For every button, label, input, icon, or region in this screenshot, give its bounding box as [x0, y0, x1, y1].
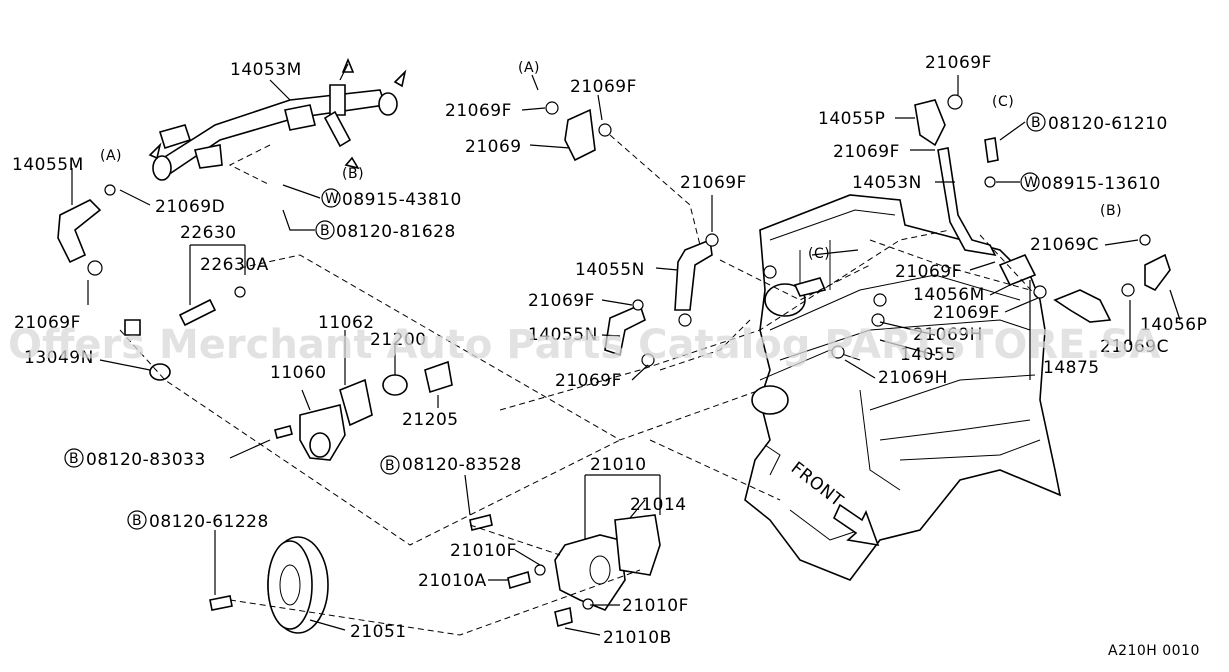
label-A-left: (A) [100, 148, 122, 164]
label-21205: 21205 [402, 410, 459, 430]
label-21069F-h: 21069F [933, 303, 1000, 323]
label-11062: 11062 [318, 313, 375, 333]
bolt-symbol-b2 [64, 448, 84, 468]
engine-fittings [763, 265, 887, 359]
label-circ-w2: W [1024, 175, 1038, 191]
label-21069F-top: 21069F [925, 53, 992, 73]
label-circ-b2: B [69, 451, 79, 467]
label-21010F-b: 21010F [622, 596, 689, 616]
label-21069F-c: 21069F [680, 173, 747, 193]
diagram-reference: A210H 0010 [1108, 643, 1200, 659]
label-21069H-a: 21069H [913, 325, 983, 345]
label-08120-83033: 08120-83033 [86, 450, 206, 470]
bolt-symbol-b1 [315, 220, 335, 240]
label-21069: 21069 [465, 137, 522, 157]
label-B-left: (B) [342, 166, 364, 182]
part-13049N [124, 319, 171, 381]
label-08120-83528: 08120-83528 [402, 455, 522, 475]
label-21069F-a: 21069F [445, 101, 512, 121]
label-21069F-d: 21069F [528, 291, 595, 311]
label-08120-61210: 08120-61210 [1048, 114, 1168, 134]
label-14875: 14875 [1043, 358, 1100, 378]
label-21069D: 21069D [155, 197, 225, 217]
washer-symbol-w1 [321, 188, 341, 208]
label-21010B: 21010B [603, 628, 672, 648]
label-21069C-a: 21069C [1030, 235, 1099, 255]
label-21069H-b: 21069H [878, 368, 948, 388]
label-14055M: 14055M [12, 155, 84, 175]
sensor-22630 [178, 286, 246, 327]
bolt-symbol-b5 [1026, 112, 1046, 132]
label-A-mid: (A) [518, 60, 540, 76]
washer-symbol-w2 [1020, 172, 1040, 192]
label-14053N: 14053N [852, 173, 922, 193]
label-08915-43810: 08915-43810 [342, 190, 462, 210]
label-14055N: 14055N [575, 260, 645, 280]
bolt-symbol-b4 [127, 510, 147, 530]
label-21200: 21200 [370, 330, 427, 350]
hose-14055M [57, 184, 116, 276]
thermostat-housing-11060 [274, 360, 453, 461]
dashed-guides [119, 134, 1041, 636]
label-C-right: (C) [992, 94, 1014, 110]
label-13049N: 13049N [24, 348, 94, 368]
engine-block [744, 194, 1062, 581]
part-labels: 14053M 14055M (A) (B) 21069D W 08915-438… [12, 53, 1207, 659]
flow-arrows-top [148, 57, 407, 170]
label-circ-b4: B [132, 513, 142, 529]
water-pipe-14053M [152, 84, 398, 181]
pipe-14053N [914, 94, 1171, 323]
label-08915-13610: 08915-13610 [1041, 174, 1161, 194]
label-21010A: 21010A [418, 571, 487, 591]
hose-21069 [545, 101, 612, 162]
water-pump-pulley-21051 [209, 536, 329, 634]
label-circ-w1: W [325, 191, 339, 207]
label-21069F-e: 21069F [555, 371, 622, 391]
label-14055: 14055 [900, 345, 957, 365]
label-11060: 11060 [270, 363, 327, 383]
label-21069F-b: 21069F [570, 77, 637, 97]
label-08120-61228: 08120-61228 [149, 512, 269, 532]
label-21069F-left: 21069F [14, 313, 81, 333]
label-21010F-a: 21010F [450, 541, 517, 561]
label-circ-b5: B [1031, 115, 1041, 131]
label-14056P: 14056P [1140, 315, 1207, 335]
label-14056M: 14056M [913, 285, 985, 305]
leader-lines [71, 74, 1181, 636]
label-22630: 22630 [180, 223, 237, 243]
water-pump-21010 [469, 514, 661, 628]
label-21014: 21014 [630, 495, 687, 515]
label-14055P: 14055P [818, 109, 885, 129]
label-B-right: (B) [1100, 203, 1122, 219]
label-21069F-g: 21069F [895, 262, 962, 282]
hose-14055N [604, 233, 719, 367]
label-circ-b3: B [385, 458, 395, 474]
label-21069F-f: 21069F [833, 142, 900, 162]
label-14055N-b: 14055N [528, 325, 598, 345]
label-22630A: 22630A [200, 255, 269, 275]
label-21051: 21051 [350, 622, 407, 642]
label-08120-81628: 08120-81628 [336, 222, 456, 242]
label-21010: 21010 [590, 455, 647, 475]
label-21069C-b: 21069C [1100, 337, 1169, 357]
label-14053M: 14053M [230, 60, 302, 80]
watermark: Offers Merchant Auto Parts Catalog PARTS… [8, 322, 1160, 368]
label-C-mid: (C) [808, 246, 830, 262]
label-circ-b1: B [320, 223, 330, 239]
bolt-symbol-b3 [380, 455, 400, 475]
